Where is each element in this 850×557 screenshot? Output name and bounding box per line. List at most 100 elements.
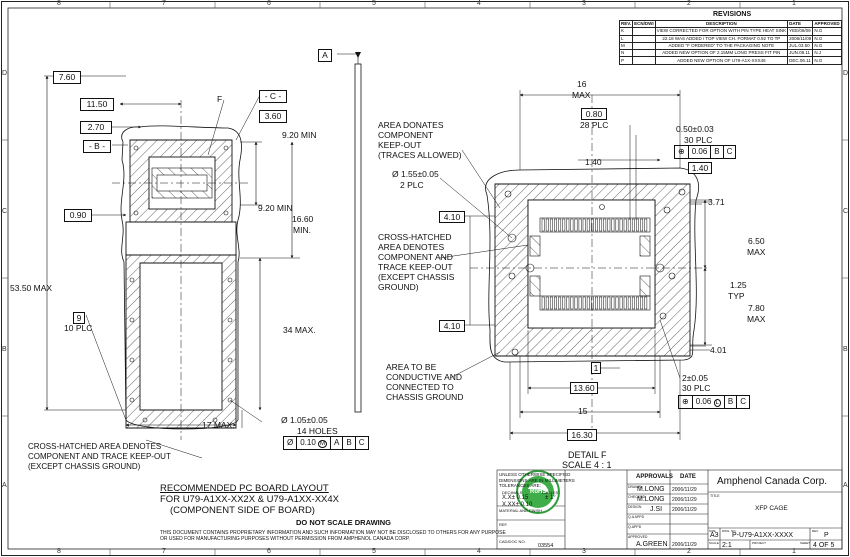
revision-cell: [632, 34, 656, 43]
left-crosshatch-note: CROSS-HATCHED AREA DENOTES COMPONENT AND…: [28, 442, 171, 471]
title-label: TITLE: [710, 494, 720, 498]
fcf-left-modifier: M: [318, 440, 328, 448]
connector-pad: [558, 296, 562, 310]
grid-row-label: D: [2, 70, 8, 77]
dim-7-80: 7.80: [748, 303, 765, 313]
connector-pad: [549, 296, 553, 310]
dim-1-40-b: 1.40: [688, 162, 712, 174]
approved-date: 2006/11/29: [672, 542, 697, 548]
connector-pad: [582, 296, 586, 310]
revision-cell: 22.18 WAS ADDED / TOP VIEW CH. FORMAT 0.…: [654, 34, 789, 43]
company-name: Amphenol Canada Corp.: [717, 476, 828, 487]
project-label: PROJECT: [752, 541, 767, 545]
design-date: 2006/11/29: [672, 507, 697, 513]
connector-pad: [578, 218, 582, 232]
grid-column-label-bottom: 4: [477, 548, 481, 555]
connector-pad: [595, 296, 598, 310]
revision-cell: N.G: [812, 34, 842, 43]
qa-label: Q.A APPD: [628, 515, 645, 519]
size-value: A3: [710, 532, 719, 539]
dim-1-40-a: 1.40: [585, 157, 602, 167]
revision-cell: K: [618, 27, 634, 36]
fcf-right-1-b: B: [711, 146, 724, 158]
revision-cell: P: [618, 56, 634, 65]
rev-label: REV.: [812, 529, 819, 533]
fcf-right-1-c: C: [726, 147, 733, 156]
fcf-right-2: ⊕ 0.06 L B C: [678, 395, 750, 409]
cage-side-view: [354, 63, 362, 413]
grid-column-label-bottom: 1: [792, 548, 796, 555]
fcf-left: Ø 0.10 M A B C: [283, 436, 369, 450]
revision-cell: JUN.08.11: [787, 49, 814, 58]
dim-34-max: 34 MAX.: [283, 325, 316, 335]
grid-column-label-top: 5: [372, 0, 376, 7]
revision-cell: DEC.06.11: [787, 56, 814, 65]
angle-tolerance: ± 1°: [545, 495, 556, 501]
connector-pad: [607, 296, 611, 310]
dim-4-10-b: 4.10: [439, 320, 465, 332]
fcf-right-2-symbol: ⊕: [679, 396, 693, 408]
dim-4-01: 4.01: [710, 345, 727, 355]
connector-pad: [562, 296, 566, 310]
dim-7-80-max: MAX: [747, 314, 766, 324]
dim-16-30: 16.30: [567, 429, 597, 441]
title-block-lines: [496, 469, 843, 550]
connector-pad: [545, 218, 549, 232]
size-label: SIZE: [709, 529, 716, 533]
tolerance-1: X.X± 0.15: [502, 495, 529, 501]
datum-b: - B -: [83, 140, 111, 153]
connector-pad: [615, 218, 619, 232]
grid-row-label: B: [843, 346, 848, 353]
connector-pad: [590, 296, 594, 310]
dim-1-25: 1.25: [730, 280, 747, 290]
hole-spec: Ø 1.05±0.05: [281, 415, 328, 425]
connector-pad: [644, 218, 648, 232]
connector-pad: [627, 218, 631, 232]
q-appd-label: Q.APPD: [628, 525, 642, 529]
revision-cell: [632, 27, 656, 36]
revision-header-cell: REV.: [618, 19, 634, 29]
dim-16: 16: [577, 79, 587, 89]
dim-0-80: 0.80: [581, 108, 607, 120]
dim-0-50: 0.50±0.03: [676, 124, 714, 134]
datum-a: A: [318, 49, 332, 62]
connector-pad: [541, 218, 545, 232]
grid-row-label: B: [2, 346, 7, 353]
checked-date: 2006/11/29: [672, 497, 697, 503]
connector-pad: [623, 296, 627, 310]
connector-pad: [619, 218, 623, 232]
proprietary-line-1: THIS DOCUMENT CONTAINS PROPRIETARY INFOR…: [160, 530, 506, 536]
design-by: J.SI: [650, 506, 663, 513]
dim-28-plc: 28 PLC: [580, 120, 609, 130]
revision-cell: N.G: [812, 56, 842, 65]
connector-pad: [607, 218, 611, 232]
connector-pad: [545, 296, 549, 310]
date-header: DATE: [680, 474, 696, 480]
connector-pad: [590, 218, 594, 232]
connector-pad: [574, 296, 578, 310]
revision-cell: YEE/06/09: [787, 27, 814, 36]
grid-column-label-top: 1: [792, 0, 796, 7]
detail-outline: [485, 167, 699, 363]
fcf-left-symbol: Ø: [284, 437, 298, 449]
connector-pad: [586, 218, 590, 232]
grid-row-label: D: [843, 70, 849, 77]
grid-row-label: C: [2, 208, 8, 215]
connector-pad: [603, 296, 607, 310]
connector-pad: [619, 296, 623, 310]
dim-10-plc: 10 PLC: [64, 323, 93, 333]
dim-16-60-min: MIN.: [293, 225, 311, 235]
connector-pad: [566, 218, 570, 232]
dim-16-60: 16.60: [292, 214, 314, 224]
revision-cell: ADDED NEW OPTION OF U79-A1X-XXX45: [654, 56, 789, 65]
right-crosshatch-note: CROSS-HATCHED AREA DENOTES COMPONENT AND…: [378, 232, 455, 292]
caption-line-2: FOR U79-A1XX-XX2X & U79-A1XX-XX4X: [160, 494, 339, 505]
grid-column-label-top: 8: [57, 0, 61, 7]
connector-pad: [554, 218, 557, 232]
checked-by: M.LONG: [637, 496, 665, 503]
detail-scale: SCALE 4 : 1: [562, 460, 612, 470]
revision-header-cell: APPROVED: [812, 19, 842, 29]
